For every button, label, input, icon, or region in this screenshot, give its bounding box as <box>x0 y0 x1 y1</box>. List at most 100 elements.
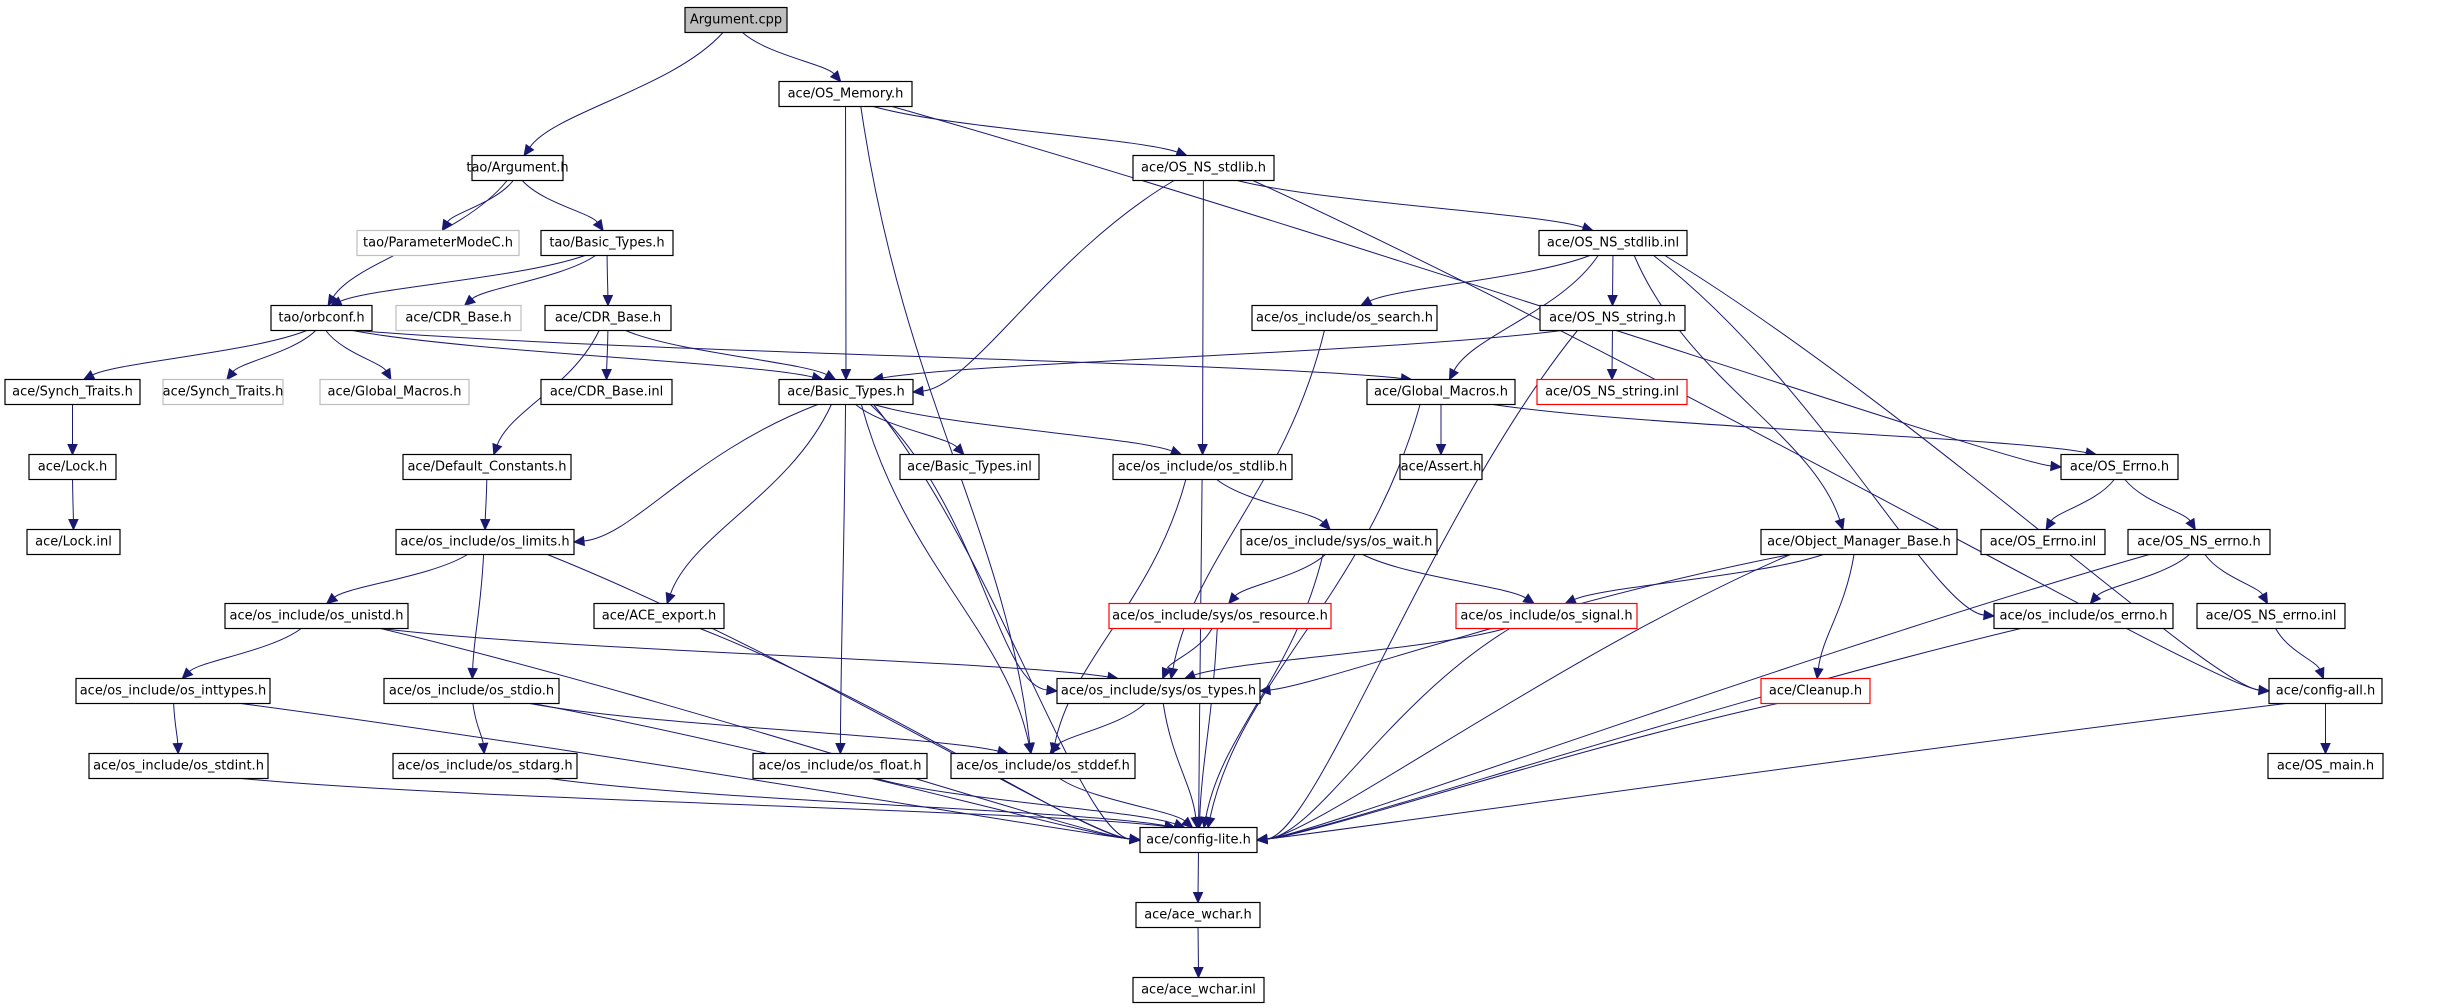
node-box[interactable] <box>899 453 1040 481</box>
node-box[interactable] <box>2268 677 2383 705</box>
node-os-search-h[interactable]: ace/os_include/os_search.h <box>1251 304 1438 332</box>
node-tao-parametermodec-h[interactable]: tao/ParameterModeC.h <box>356 229 520 257</box>
node-box[interactable] <box>2196 602 2346 630</box>
node-tao-basic-types-h[interactable]: tao/Basic_Types.h <box>540 229 674 257</box>
node-os-float-h[interactable]: ace/os_include/os_float.h <box>752 752 928 780</box>
node-box[interactable] <box>319 378 470 406</box>
node-box[interactable] <box>1760 677 1871 705</box>
node-box[interactable] <box>540 229 674 257</box>
node-config-lite-h[interactable]: ace/config-lite.h <box>1139 826 1258 854</box>
node-os-inttypes-h[interactable]: ace/os_include/os_inttypes.h <box>75 677 271 705</box>
node-os-stddef-h[interactable]: ace/os_include/os_stddef.h <box>950 752 1136 780</box>
node-box[interactable] <box>88 752 269 780</box>
node-basic-types-inl[interactable]: ace/Basic_Types.inl <box>899 453 1040 481</box>
node-ace-export-h[interactable]: ace/ACE_export.h <box>593 602 725 630</box>
node-default-constants-h[interactable]: ace/Default_Constants.h <box>402 453 572 481</box>
node-os-stdarg-h[interactable]: ace/os_include/os_stdarg.h <box>392 752 578 780</box>
node-box[interactable] <box>1240 528 1438 556</box>
node-lock-inl[interactable]: ace/Lock.inl <box>26 528 121 556</box>
node-os-ns-stdlib-h[interactable]: ace/OS_NS_stdlib.h <box>1132 154 1275 182</box>
node-box[interactable] <box>544 304 672 332</box>
node-os-stdio-h[interactable]: ace/os_include/os_stdio.h <box>383 677 560 705</box>
node-ace-wchar-inl[interactable]: ace/ace_wchar.inl <box>1132 976 1265 1004</box>
node-global-macros-h-ext[interactable]: ace/Global_Macros.h <box>319 378 470 406</box>
node-box[interactable] <box>1132 154 1275 182</box>
node-assert-h[interactable]: ace/Assert.h <box>1399 453 1483 481</box>
node-box[interactable] <box>402 453 572 481</box>
node-box[interactable] <box>1980 528 2106 556</box>
node-box[interactable] <box>950 752 1136 780</box>
node-box[interactable] <box>1139 826 1258 854</box>
node-lock-h[interactable]: ace/Lock.h <box>28 453 117 481</box>
node-synch-traits-h-ext[interactable]: ace/Synch_Traits.h <box>162 378 284 406</box>
node-cdr-base-inl[interactable]: ace/CDR_Base.inl <box>540 378 673 406</box>
node-box[interactable] <box>752 752 928 780</box>
node-ace-cdr-base-h[interactable]: ace/CDR_Base.h <box>544 304 672 332</box>
node-box[interactable] <box>1132 976 1265 1004</box>
node-box[interactable] <box>1993 602 2174 630</box>
node-ace-wchar-h[interactable]: ace/ace_wchar.h <box>1135 901 1261 929</box>
node-box[interactable] <box>1539 304 1686 332</box>
node-os-signal-h[interactable]: ace/os_include/os_signal.h <box>1455 602 1638 630</box>
node-box[interactable] <box>540 378 673 406</box>
node-box[interactable] <box>270 304 373 332</box>
node-box[interactable] <box>75 677 271 705</box>
node-box[interactable] <box>395 304 522 332</box>
node-box[interactable] <box>395 528 575 556</box>
node-os-resource-h[interactable]: ace/os_include/sys/os_resource.h <box>1108 602 1332 630</box>
node-box[interactable] <box>593 602 725 630</box>
node-os-limits-h[interactable]: ace/os_include/os_limits.h <box>395 528 575 556</box>
node-tao-orbconf-h[interactable]: tao/orbconf.h <box>270 304 373 332</box>
node-box[interactable] <box>162 378 284 406</box>
node-box[interactable] <box>1056 677 1261 705</box>
node-config-all-h[interactable]: ace/config-all.h <box>2268 677 2383 705</box>
node-box[interactable] <box>356 229 520 257</box>
node-box[interactable] <box>1366 378 1516 406</box>
node-box[interactable] <box>383 677 560 705</box>
node-os-memory-h[interactable]: ace/OS_Memory.h <box>778 80 913 108</box>
node-os-errno-inl[interactable]: ace/OS_Errno.inl <box>1980 528 2106 556</box>
node-box[interactable] <box>1251 304 1438 332</box>
node-box[interactable] <box>392 752 578 780</box>
node-os-types-h[interactable]: ace/os_include/sys/os_types.h <box>1056 677 1261 705</box>
node-box[interactable] <box>2127 528 2271 556</box>
node-argument-cpp[interactable]: Argument.cpp <box>684 6 788 34</box>
node-os-unistd-h[interactable]: ace/os_include/os_unistd.h <box>224 602 409 630</box>
node-box[interactable] <box>471 154 564 182</box>
node-os-ns-string-h[interactable]: ace/OS_NS_string.h <box>1539 304 1686 332</box>
node-box[interactable] <box>1135 901 1261 929</box>
node-os-ns-stdlib-inl[interactable]: ace/OS_NS_stdlib.inl <box>1538 229 1688 257</box>
node-os-ns-errno-h[interactable]: ace/OS_NS_errno.h <box>2127 528 2271 556</box>
node-os-main-h[interactable]: ace/OS_main.h <box>2267 752 2384 780</box>
node-box[interactable] <box>1108 602 1332 630</box>
node-global-macros-h[interactable]: ace/Global_Macros.h <box>1366 378 1516 406</box>
node-os-ns-string-inl[interactable]: ace/OS_NS_string.inl <box>1536 378 1688 406</box>
node-object-manager-base-h[interactable]: ace/Object_Manager_Base.h <box>1760 528 1958 556</box>
node-box[interactable] <box>1399 453 1483 481</box>
node-box[interactable] <box>28 453 117 481</box>
node-box[interactable] <box>684 6 788 34</box>
node-box[interactable] <box>224 602 409 630</box>
node-os-stdint-h[interactable]: ace/os_include/os_stdint.h <box>88 752 269 780</box>
node-box[interactable] <box>778 378 914 406</box>
node-box[interactable] <box>1455 602 1638 630</box>
node-box[interactable] <box>1536 378 1688 406</box>
node-box[interactable] <box>1112 453 1293 481</box>
node-box[interactable] <box>778 80 913 108</box>
node-os-wait-h[interactable]: ace/os_include/sys/os_wait.h <box>1240 528 1438 556</box>
node-synch-traits-h[interactable]: ace/Synch_Traits.h <box>4 378 141 406</box>
node-box[interactable] <box>4 378 141 406</box>
node-os-errno-h[interactable]: ace/os_include/os_errno.h <box>1993 602 2174 630</box>
node-box[interactable] <box>2267 752 2384 780</box>
node-cleanup-h[interactable]: ace/Cleanup.h <box>1760 677 1871 705</box>
node-box[interactable] <box>1760 528 1958 556</box>
node-os-stdlib-h[interactable]: ace/os_include/os_stdlib.h <box>1112 453 1293 481</box>
node-os-ns-errno-inl[interactable]: ace/OS_NS_errno.inl <box>2196 602 2346 630</box>
node-tao-argument-h[interactable]: tao/Argument.h <box>466 154 569 182</box>
node-os-errno-h-cap[interactable]: ace/OS_Errno.h <box>2060 453 2179 481</box>
node-box[interactable] <box>26 528 121 556</box>
node-box[interactable] <box>1538 229 1688 257</box>
node-ace-cdr-base-h-ext[interactable]: ace/CDR_Base.h <box>395 304 522 332</box>
node-basic-types-h[interactable]: ace/Basic_Types.h <box>778 378 914 406</box>
node-box[interactable] <box>2060 453 2179 481</box>
